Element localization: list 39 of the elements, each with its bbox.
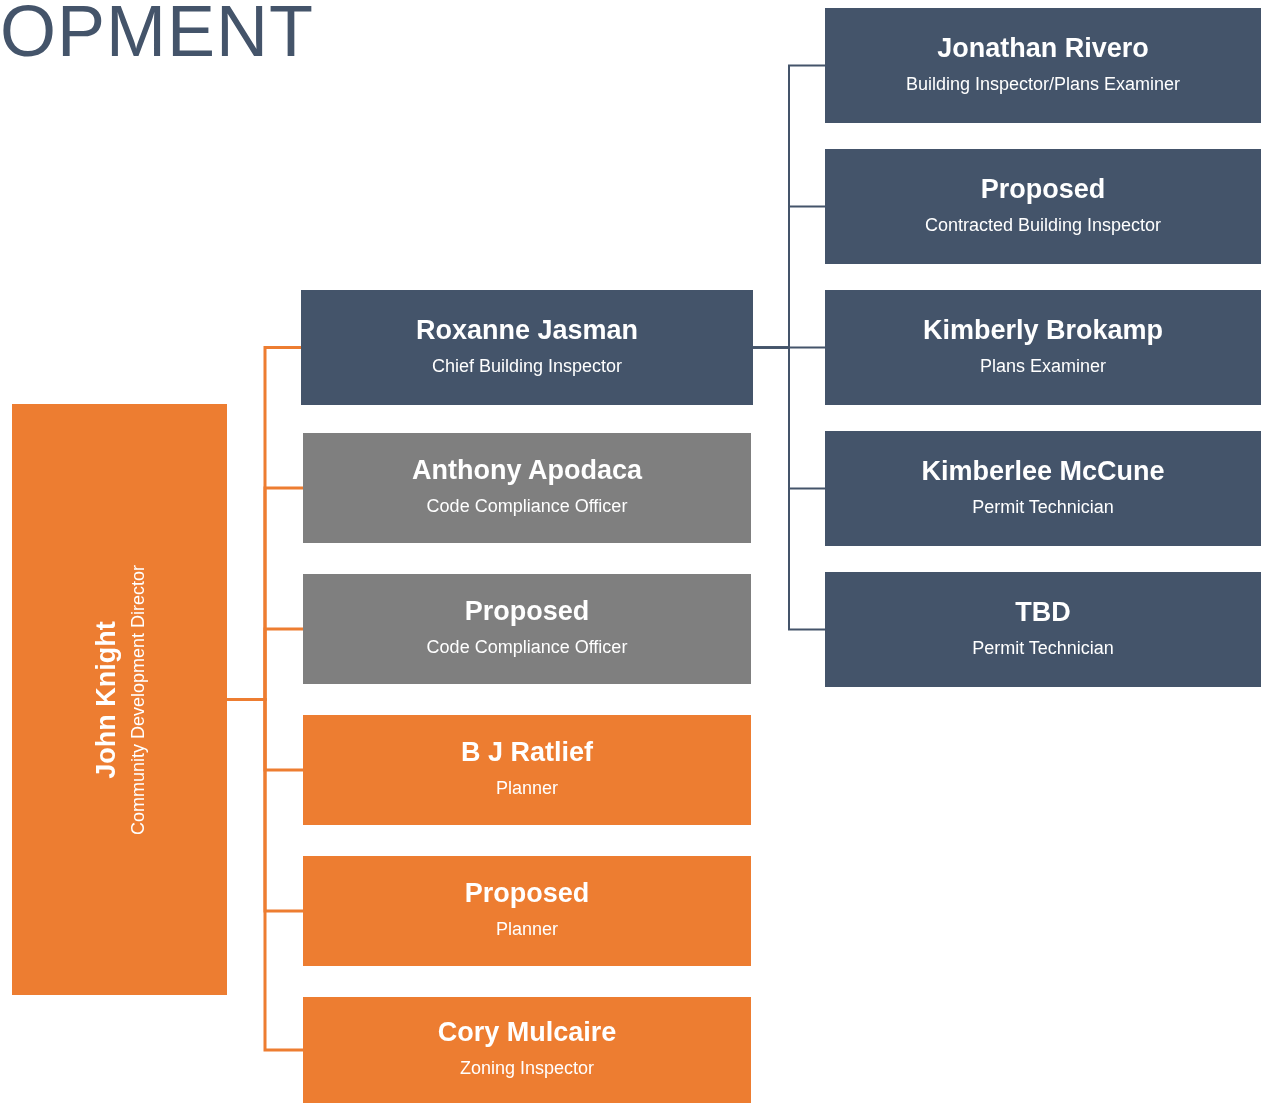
job-title: Code Compliance Officer xyxy=(426,496,628,517)
person-name: Proposed xyxy=(464,878,590,909)
org-box xyxy=(825,431,1261,546)
person-name: Anthony Apodaca xyxy=(412,455,642,486)
person-name: John Knight xyxy=(90,620,122,779)
job-title: Community Development Director xyxy=(127,564,149,835)
title: OPMENT xyxy=(0,0,314,70)
org-box xyxy=(825,149,1261,264)
person-name: Kimberly Brokamp xyxy=(922,314,1164,346)
org-box xyxy=(303,574,751,684)
org-box xyxy=(825,8,1261,123)
person-name: Cory Mulcaire xyxy=(437,1017,617,1048)
connector-line xyxy=(227,698,303,1052)
person-name: Kimberlee McCune xyxy=(921,455,1165,487)
person-name: Jonathan Rivero xyxy=(937,32,1149,64)
org-box xyxy=(303,997,751,1103)
org-box xyxy=(301,290,753,405)
person-name: Proposed xyxy=(980,173,1106,205)
job-title: Code Compliance Officer xyxy=(426,637,628,658)
org-box xyxy=(303,715,751,825)
job-title: Planner xyxy=(495,778,558,799)
job-title: Building Inspector/Plans Examiner xyxy=(905,73,1181,95)
org-box xyxy=(825,572,1261,687)
org-box xyxy=(303,856,751,966)
job-title: Planner xyxy=(495,919,558,940)
org-box xyxy=(12,404,227,995)
job-title: Permit Technician xyxy=(972,637,1114,659)
org-box xyxy=(825,290,1261,405)
connector-line xyxy=(752,346,826,631)
job-title: Permit Technician xyxy=(972,496,1114,518)
org-box xyxy=(303,433,751,543)
job-title: Contracted Building Inspector xyxy=(924,214,1162,236)
job-title: Zoning Inspector xyxy=(459,1058,595,1079)
person-name: B J Ratlief xyxy=(460,737,593,768)
person-name: Proposed xyxy=(464,596,590,627)
person-name: TBD xyxy=(1015,596,1071,628)
job-title: Chief Building Inspector xyxy=(431,355,623,377)
job-title: Plans Examiner xyxy=(979,355,1107,377)
person-name: Roxanne Jasman xyxy=(415,314,639,346)
